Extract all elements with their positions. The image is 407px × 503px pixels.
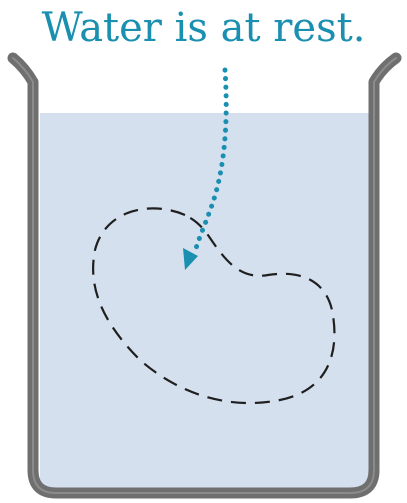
water — [40, 113, 369, 488]
caption-title: Water is at rest. — [0, 4, 407, 52]
